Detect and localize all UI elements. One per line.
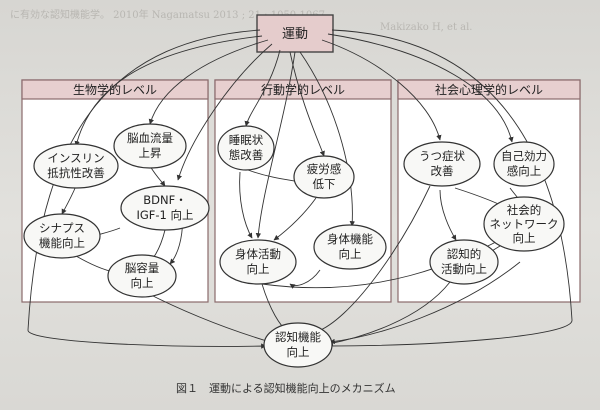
edges [27,29,573,349]
background-text: に有効な認知機能学。 2010年 Nagamatsu 2013 ; 21 : 1… [10,10,329,21]
node-text: IGF-1 向上 [136,208,193,222]
node-text: 向上 [287,345,310,359]
node-depression: うつ症状 改善 [403,141,481,187]
node-text: うつ症状 [419,149,465,163]
node-text: 上昇 [139,146,162,160]
node-text: 脳血流量 [127,131,173,145]
node-text: BDNF・ [143,193,186,207]
node-text: 脳容量 [125,261,160,275]
node-text: 睡眠状 [229,133,264,147]
node-text: 抵抗性改善 [47,166,105,180]
node-text: 改善 [431,164,454,178]
node-text: 低下 [313,177,336,191]
node-text: 身体機能 [327,232,373,246]
node-text: 向上 [247,262,270,276]
node-cognitive-activity: 認知的 活動向上 [429,239,499,285]
node-text: 態改善 [229,148,264,162]
exercise-node: 運動 [256,14,334,53]
node-physical-activity: 身体活動 向上 [219,239,297,285]
node-bdnf: BDNF・ IGF-1 向上 [120,185,210,231]
node-synapse: シナプス 機能向上 [23,213,101,259]
node-text: 身体活動 [235,247,281,261]
node-text: ネットワーク [490,217,559,231]
panel-title-behavioral: 行動学的レベル [261,82,345,97]
node-text: 機能向上 [39,236,85,250]
node-text: 向上 [339,247,362,261]
node-text: 感向上 [507,164,542,178]
node-self-efficacy: 自己効力 感向上 [493,141,555,187]
node-text: 活動向上 [441,262,487,276]
node-text: 認知機能 [275,330,321,344]
node-text: インスリン [47,151,104,165]
panel-title-biological: 生物学的レベル [73,82,157,97]
exercise-label: 運動 [282,27,308,42]
node-sleep: 睡眠状 態改善 [217,125,275,171]
figure-caption: 図１ 運動による認知機能向上のメカニズム [176,381,396,395]
node-fatigue: 疲労感 低下 [293,155,355,199]
background-text: Makizako H, et al. [380,22,473,33]
node-text: 向上 [513,231,536,245]
node-blood-flow: 脳血流量 上昇 [113,123,187,169]
node-text: 認知的 [447,247,482,261]
node-text: 疲労感 [307,162,342,176]
panel-title-psychosocial: 社会心理学的レベル [435,82,543,97]
node-text: シナプス [39,221,85,235]
node-text: 社会的 [507,203,542,217]
node-text: 向上 [131,276,154,290]
node-insulin: インスリン 抵抗性改善 [33,143,119,189]
node-social-network: 社会的 ネットワーク 向上 [483,196,565,252]
node-brain-volume: 脳容量 向上 [107,254,177,298]
node-physical-function: 身体機能 向上 [313,224,387,270]
node-cognitive-function: 認知機能 向上 [263,322,333,368]
node-text: 自己効力 [501,149,547,163]
